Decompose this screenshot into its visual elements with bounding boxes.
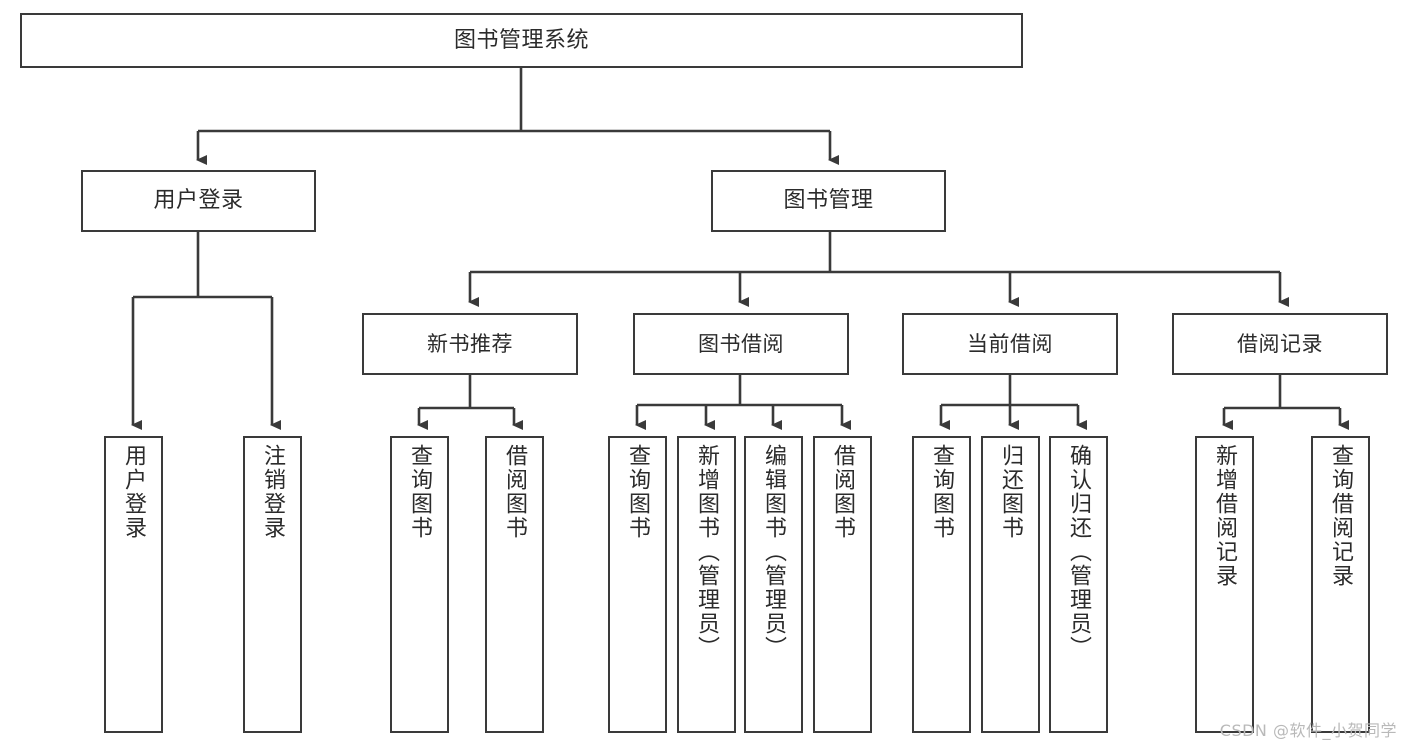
node-book-management[interactable]: 图书管理 (711, 170, 946, 232)
leaf-borrow-record-add-record[interactable]: 新增借阅记录 (1195, 436, 1254, 733)
node-label: 归还图书 (998, 444, 1024, 540)
node-new-book-recommend[interactable]: 新书推荐 (362, 313, 578, 375)
node-label: 用户登录 (153, 188, 244, 214)
node-borrow-record[interactable]: 借阅记录 (1172, 313, 1388, 375)
leaf-book-borrow-add-book-admin[interactable]: 新增图书（管理员） (677, 436, 736, 733)
node-book-borrow[interactable]: 图书借阅 (633, 313, 849, 375)
leaf-user-login-logout[interactable]: 注销登录 (243, 436, 302, 733)
node-label: 借阅图书 (830, 444, 856, 540)
node-label: 图书借阅 (698, 331, 784, 356)
leaf-current-borrow-confirm-return-admin[interactable]: 确认归还（管理员） (1049, 436, 1108, 733)
node-label: 图书管理系统 (453, 27, 589, 53)
node-label: 查询图书 (407, 444, 433, 540)
node-label: 查询借阅记录 (1328, 444, 1354, 588)
node-label: 编辑图书（管理员） (761, 444, 787, 660)
leaf-current-borrow-return-book[interactable]: 归还图书 (981, 436, 1040, 733)
node-label: 确认归还（管理员） (1066, 444, 1092, 660)
leaf-current-borrow-query-book[interactable]: 查询图书 (912, 436, 971, 733)
leaf-new-book-query-book[interactable]: 查询图书 (390, 436, 449, 733)
node-current-borrow[interactable]: 当前借阅 (902, 313, 1118, 375)
node-label: 借阅图书 (502, 444, 528, 540)
node-label: 借阅记录 (1237, 331, 1323, 356)
node-label: 新增图书（管理员） (694, 444, 720, 660)
leaf-book-borrow-edit-book-admin[interactable]: 编辑图书（管理员） (744, 436, 803, 733)
node-root-book-management-system[interactable]: 图书管理系统 (20, 13, 1023, 68)
edges-group (131, 68, 1349, 430)
leaf-new-book-borrow-book[interactable]: 借阅图书 (485, 436, 544, 733)
csdn-watermark: CSDN @软件_小贺同学 (1219, 721, 1397, 740)
node-label: 新书推荐 (427, 331, 513, 356)
node-label: 图书管理 (783, 188, 874, 214)
node-user-login[interactable]: 用户登录 (81, 170, 316, 232)
leaf-book-borrow-borrow-book[interactable]: 借阅图书 (813, 436, 872, 733)
leaf-book-borrow-query-book[interactable]: 查询图书 (608, 436, 667, 733)
node-label: 注销登录 (260, 444, 286, 540)
leaf-user-login-login[interactable]: 用户登录 (104, 436, 163, 733)
leaf-borrow-record-query-record[interactable]: 查询借阅记录 (1311, 436, 1370, 733)
node-label: 查询图书 (625, 444, 651, 540)
node-label: 查询图书 (929, 444, 955, 540)
node-label: 当前借阅 (967, 331, 1053, 356)
node-label: 用户登录 (121, 444, 147, 540)
node-label: 新增借阅记录 (1212, 444, 1238, 588)
